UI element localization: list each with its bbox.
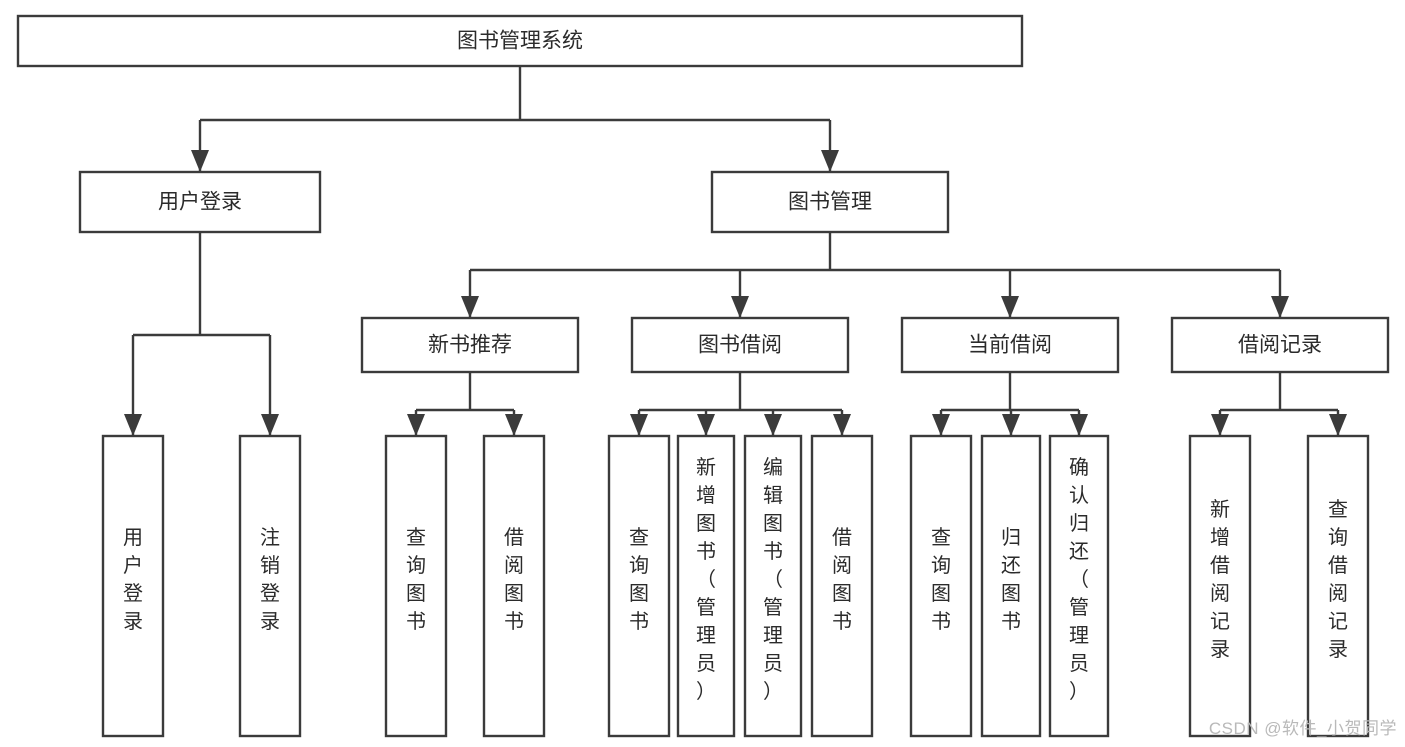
node-label: 图书管理系统 [457, 30, 583, 53]
arrow-head-icon [833, 414, 851, 436]
node-rect[interactable] [16, 14, 1024, 68]
node-label: 查询图书 [406, 526, 426, 633]
node-borrow-record[interactable]: 借阅记录 [1170, 316, 1390, 374]
node-label: 图书借阅 [698, 334, 782, 357]
node-rect[interactable] [384, 434, 448, 738]
node-leaf-query-record[interactable]: 查询借阅记录 [1306, 434, 1370, 738]
node-leaf-add-record[interactable]: 新增借阅记录 [1188, 434, 1252, 738]
node-label: 查询借阅记录 [1328, 498, 1348, 661]
arrow-head-icon [1001, 296, 1019, 318]
connector-lines [124, 66, 1347, 436]
node-label: 查询图书 [931, 526, 951, 633]
node-leaf-borrow-book-1[interactable]: 借阅图书 [482, 434, 546, 738]
node-label: 借阅图书 [504, 526, 524, 633]
node-leaf-add-book[interactable]: 新增图书（管理员） [676, 434, 736, 738]
arrow-head-icon [505, 414, 523, 436]
node-leaf-confirm-return[interactable]: 确认归还（管理员） [1048, 434, 1110, 738]
node-rect[interactable] [238, 434, 302, 738]
arrow-head-icon [407, 414, 425, 436]
node-label: 图书管理 [788, 191, 872, 214]
arrow-head-icon [1211, 414, 1229, 436]
node-label: 借阅记录 [1238, 334, 1322, 357]
arrow-head-icon [821, 150, 839, 172]
node-rect[interactable] [810, 434, 874, 738]
node-rect[interactable] [607, 434, 671, 738]
arrow-head-icon [1002, 414, 1020, 436]
arrow-head-icon [630, 414, 648, 436]
node-new-book-rec[interactable]: 新书推荐 [360, 316, 580, 374]
node-rect[interactable] [676, 434, 736, 738]
node-label: 当前借阅 [968, 334, 1052, 357]
node-label: 查询图书 [629, 526, 649, 633]
node-leaf-logout[interactable]: 注销登录 [238, 434, 302, 738]
arrow-head-icon [1329, 414, 1347, 436]
node-rect[interactable] [1306, 434, 1370, 738]
node-leaf-return-book[interactable]: 归还图书 [980, 434, 1042, 738]
node-rect[interactable] [980, 434, 1042, 738]
arrow-head-icon [461, 296, 479, 318]
arrow-head-icon [1070, 414, 1088, 436]
arrow-head-icon [261, 414, 279, 436]
node-label: 用户登录 [123, 527, 143, 633]
node-leaf-query-book-3[interactable]: 查询图书 [909, 434, 973, 738]
node-rect[interactable] [900, 316, 1120, 374]
node-label: 新书推荐 [428, 334, 512, 357]
node-leaf-query-book-2[interactable]: 查询图书 [607, 434, 671, 738]
node-current-borrow[interactable]: 当前借阅 [900, 316, 1120, 374]
node-label: 归还图书 [1001, 526, 1021, 633]
node-leaf-user-login[interactable]: 用户登录 [101, 434, 165, 738]
node-rect[interactable] [909, 434, 973, 738]
node-label: 新增图书（管理员） [696, 456, 716, 703]
node-rect[interactable] [1048, 434, 1110, 738]
node-user-login[interactable]: 用户登录 [78, 170, 322, 234]
node-book-manage[interactable]: 图书管理 [710, 170, 950, 234]
arrow-head-icon [697, 414, 715, 436]
arrow-head-icon [764, 414, 782, 436]
node-label: 确认归还（管理员） [1069, 456, 1089, 703]
node-label: 用户登录 [158, 191, 242, 214]
node-rect[interactable] [482, 434, 546, 738]
node-rect[interactable] [710, 170, 950, 234]
node-label: 新增借阅记录 [1210, 498, 1230, 661]
arrow-head-icon [191, 150, 209, 172]
arrow-head-icon [731, 296, 749, 318]
node-rect[interactable] [630, 316, 850, 374]
arrow-head-icon [1271, 296, 1289, 318]
node-rect[interactable] [743, 434, 803, 738]
node-rect[interactable] [360, 316, 580, 374]
node-rect[interactable] [78, 170, 322, 234]
node-rect[interactable] [1188, 434, 1252, 738]
node-label: 注销登录 [260, 526, 280, 633]
node-label: 编辑图书（管理员） [763, 456, 783, 703]
node-rect[interactable] [101, 434, 165, 738]
node-leaf-query-book-1[interactable]: 查询图书 [384, 434, 448, 738]
node-leaf-borrow-book-2[interactable]: 借阅图书 [810, 434, 874, 738]
csdn-watermark: CSDN @软件_小贺同学 [1208, 719, 1397, 738]
node-boxes: 图书管理系统用户登录图书管理新书推荐图书借阅当前借阅借阅记录用户登录注销登录查询… [16, 14, 1390, 738]
node-root-book-management-system[interactable]: 图书管理系统 [16, 14, 1024, 68]
arrow-head-icon [124, 414, 142, 436]
node-label: 借阅图书 [832, 526, 852, 633]
arrow-head-icon [932, 414, 950, 436]
node-leaf-edit-book[interactable]: 编辑图书（管理员） [743, 434, 803, 738]
node-book-borrow[interactable]: 图书借阅 [630, 316, 850, 374]
node-rect[interactable] [1170, 316, 1390, 374]
